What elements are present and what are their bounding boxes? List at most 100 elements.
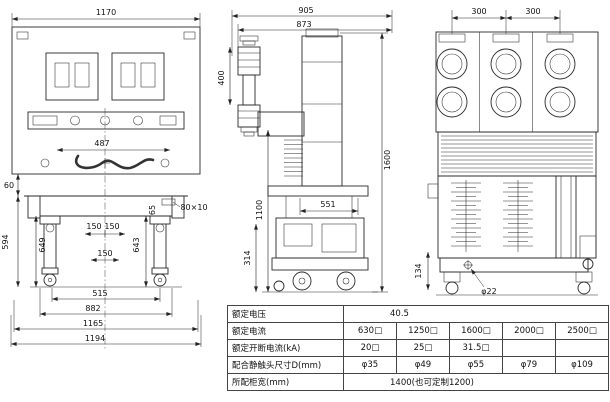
dim-label-150-right: 150 (104, 222, 119, 231)
lower-frame (437, 175, 597, 259)
base-plate (271, 257, 369, 271)
bushing (436, 48, 468, 80)
pole-column (301, 35, 343, 187)
panel-window (140, 62, 156, 88)
right-panel (111, 52, 165, 101)
dim-label-515: 515 (92, 289, 107, 298)
cell: φ79 (502, 356, 556, 374)
dim-label-80x10: 80×10 (180, 203, 207, 212)
cell: 25□ (396, 339, 450, 357)
cell: 2000□ (502, 322, 556, 340)
row-label: 额定电流 (227, 322, 344, 340)
bushing-panel (435, 31, 599, 133)
cell: 2500□ (554, 322, 610, 340)
table-row-contact-size: 配合静触头尺寸D(mm) φ35 φ49 φ55 φ79 φ109 (227, 356, 610, 374)
bushing (490, 48, 522, 80)
corner-fitting (183, 31, 196, 40)
front-view: 1170 487 80×10 65 (1, 8, 208, 350)
wheel (292, 271, 312, 291)
dim-label-65: 65 (148, 205, 157, 215)
cable (74, 154, 155, 170)
dim-label-134: 134 (414, 263, 423, 278)
dim-label-905: 905 (298, 6, 313, 15)
wheel (43, 273, 57, 287)
bushing (436, 86, 468, 118)
insulator-stack (451, 180, 481, 252)
wheel (577, 281, 591, 295)
cell: 630□ (343, 322, 397, 340)
row-label: 所配柜宽(mm) (227, 373, 344, 391)
dim-label-300-right: 300 (525, 7, 540, 16)
insulator-stack (503, 180, 533, 252)
cell: 31.5□ (449, 339, 503, 357)
rib-band (437, 131, 597, 177)
pole-bushing (237, 35, 261, 137)
panel-window (54, 62, 70, 88)
wheel (336, 271, 356, 291)
row-label: 配合静触头尺寸D(mm) (227, 356, 344, 374)
cell: 20□ (343, 339, 397, 357)
spec-table: 额定电压 40.5 额定电流 630□ 1250□ 1600□ 2000□ 25… (227, 305, 610, 391)
dim-label-649: 649 (38, 237, 47, 252)
cell: φ35 (343, 356, 397, 374)
table-row-rated-voltage: 额定电压 40.5 (227, 305, 610, 323)
dim-label-150-center: 150 (97, 249, 112, 258)
corner-fitting (16, 31, 29, 40)
panel-window (120, 62, 136, 88)
wheel (153, 273, 167, 287)
table-row-rated-current: 额定电流 630□ 1250□ 1600□ 2000□ 2500□ (227, 322, 610, 340)
dim-label-487: 487 (94, 139, 109, 148)
dim-label-1170: 1170 (96, 8, 116, 17)
dim-label-300-left: 300 (471, 7, 486, 16)
rear-bracket (579, 235, 597, 259)
left-pole-leg (39, 215, 61, 287)
dim-label-643: 643 (132, 237, 141, 252)
panel-window (74, 62, 90, 88)
side-bracket (427, 183, 439, 199)
rear-view: 300 300 (414, 7, 599, 296)
cell (554, 339, 610, 357)
mount-plate (267, 185, 369, 197)
cabinet-outline (11, 26, 201, 175)
side-fins (284, 139, 303, 177)
bushing (544, 86, 576, 118)
dim-label-60: 60 (4, 181, 14, 190)
dim-label-314: 314 (243, 250, 252, 265)
bushing (490, 86, 522, 118)
cell: φ49 (396, 356, 450, 374)
dim-label-551: 551 (320, 200, 335, 209)
frame-bracket (27, 195, 41, 219)
wheel (445, 281, 459, 295)
dim-label-882: 882 (85, 304, 100, 313)
table-row-breaking-current: 额定开断电流(kA) 20□ 25□ 31.5□ (227, 339, 610, 357)
frame-bracket (171, 195, 185, 219)
cell: φ55 (449, 356, 503, 374)
cell-rated-voltage: 40.5 (342, 305, 610, 323)
dim-label-1165: 1165 (83, 319, 103, 328)
table-row-cabinet-width: 所配柜宽(mm) 1400(也可定制1200) (227, 373, 610, 391)
dim-label-1600: 1600 (383, 150, 392, 170)
dim-label-400: 400 (217, 70, 226, 85)
slot-80x10 (161, 198, 176, 206)
dim-label-1194: 1194 (85, 334, 105, 343)
front-roller (273, 280, 285, 292)
cell: 1250□ (396, 322, 450, 340)
bushing (544, 48, 576, 80)
dim-label-873: 873 (296, 20, 311, 29)
dim-label-1100: 1100 (255, 200, 264, 220)
cell-cabinet-width: 1400(也可定制1200) (342, 373, 610, 391)
cell (502, 339, 556, 357)
dim-label-phi22: φ22 (481, 287, 496, 296)
row-label: 额定电压 (227, 305, 344, 323)
row-label: 额定开断电流(kA) (227, 339, 344, 357)
side-view: 905 873 400 (217, 6, 393, 293)
dim-label-594: 594 (1, 234, 10, 249)
left-panel (45, 52, 99, 101)
dim-label-150-left: 150 (86, 222, 101, 231)
right-pole-leg (149, 215, 171, 287)
cell: φ109 (554, 356, 610, 374)
crossbar (27, 111, 185, 130)
cell: 1600□ (449, 322, 503, 340)
